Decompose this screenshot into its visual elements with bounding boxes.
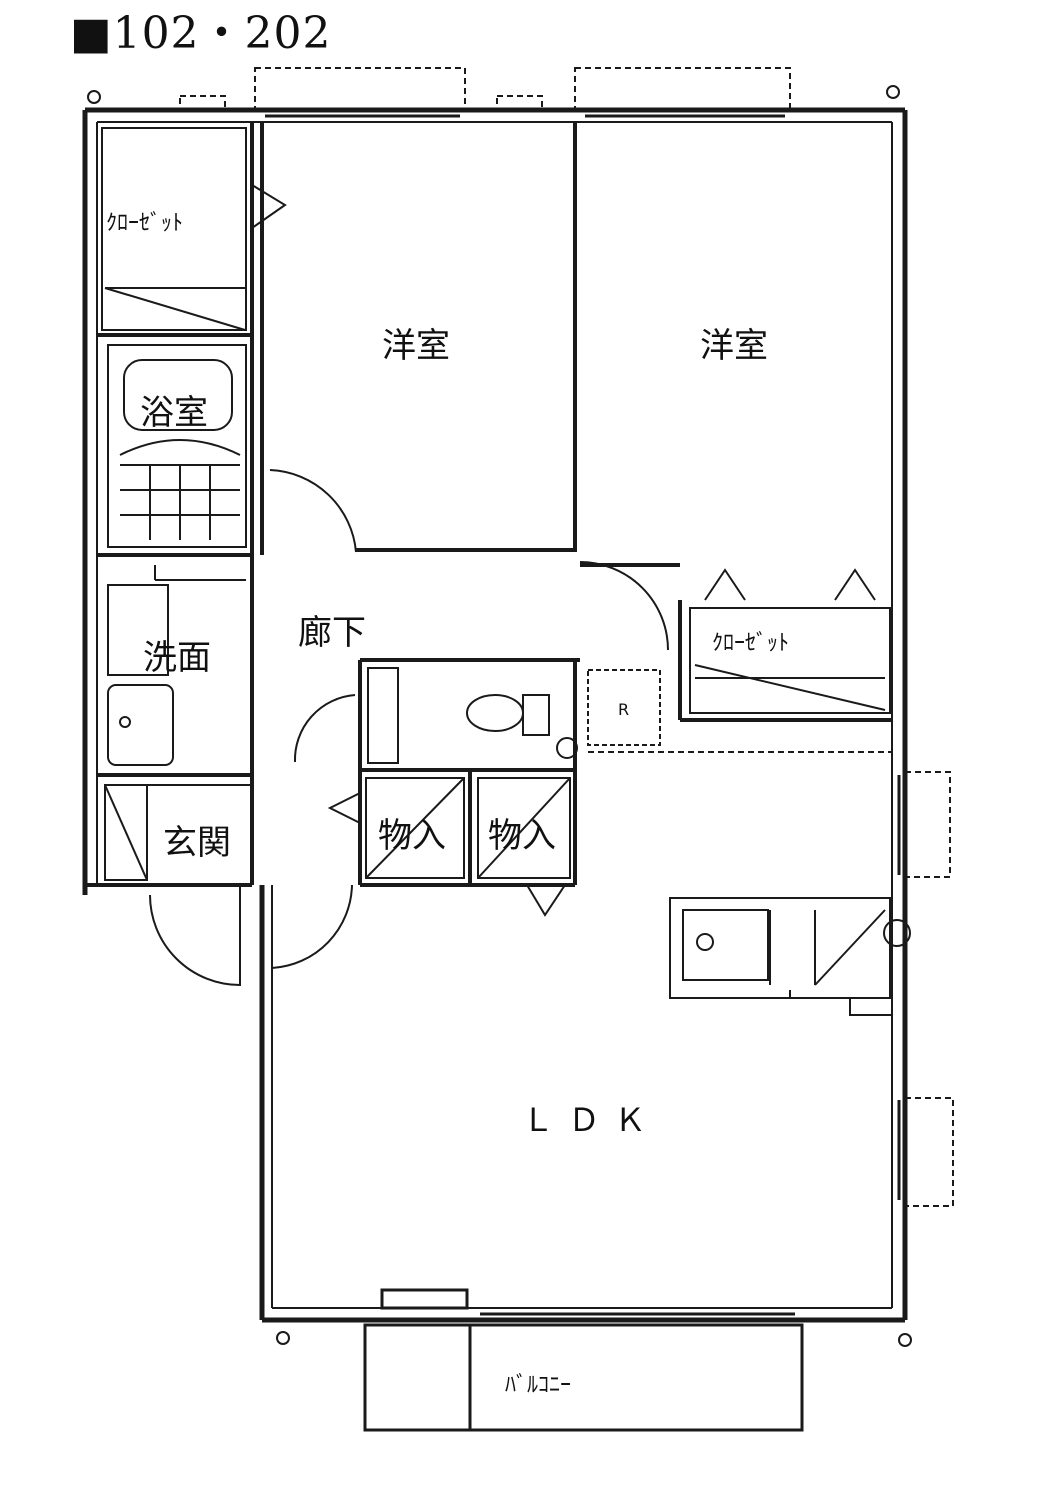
label-entrance: 玄関 — [163, 823, 231, 863]
outer-walls-inner — [97, 122, 892, 1308]
outer-walls — [85, 110, 905, 1320]
label-bathroom: 浴室 — [140, 393, 208, 433]
label-closet-right: ｸﾛｰｾﾞｯﾄ — [712, 631, 790, 656]
label-washroom: 洗面 — [143, 638, 211, 678]
label-hallway: 廊下 — [298, 613, 366, 653]
door-swing-room-2 — [580, 562, 668, 650]
unit-title: ■102・202 — [70, 8, 332, 59]
left-column-walls — [85, 122, 252, 885]
right-windows — [905, 772, 953, 1206]
western-room-2-walls — [580, 565, 892, 720]
label-refrigerator: R — [618, 700, 630, 719]
core-walls — [360, 660, 580, 885]
entrance-area — [105, 785, 252, 985]
door-swing-entrance — [272, 885, 352, 968]
label-balcony: ﾊﾞﾙｺﾆｰ — [505, 1373, 572, 1398]
balcony-outline — [365, 1290, 802, 1430]
top-windows — [180, 68, 790, 110]
storage-closets — [330, 778, 570, 915]
washroom-fixtures — [108, 565, 246, 765]
corner-posts — [88, 86, 911, 1346]
western-room-1-walls — [262, 122, 575, 555]
kitchen-counter — [670, 898, 910, 1015]
right-closet — [690, 570, 890, 713]
label-western-room-1: 洋室 — [382, 326, 450, 366]
label-storage-2: 物入 — [488, 816, 556, 856]
label-storage-1: 物入 — [378, 816, 446, 856]
toilet-fixtures — [368, 668, 577, 763]
refrigerator-slot — [588, 670, 660, 745]
label-ldk: ＬＤＫ — [522, 1101, 661, 1139]
door-swing-room-1 — [270, 470, 356, 552]
door-swing-toilet — [295, 695, 355, 762]
label-western-room-2: 洋室 — [700, 326, 768, 366]
label-closet-left: ｸﾛｰｾﾞｯﾄ — [106, 211, 184, 236]
bathroom-fixtures — [108, 345, 246, 547]
